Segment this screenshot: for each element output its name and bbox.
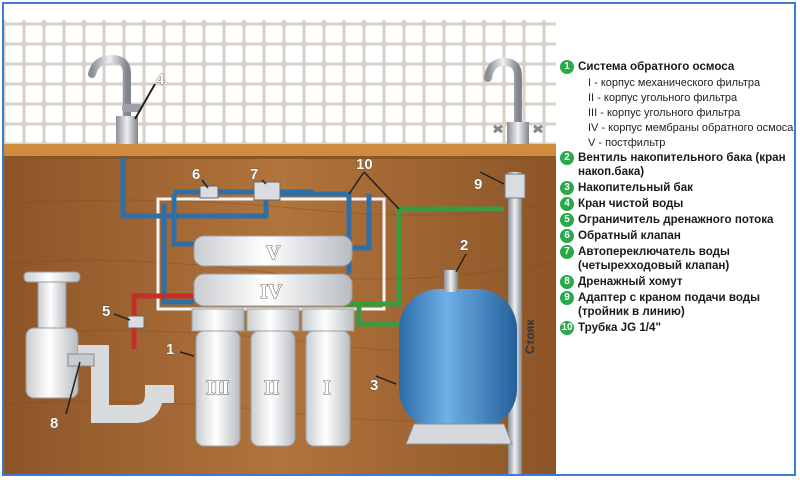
legend-text: Система обратного осмоса [578,60,735,73]
legend-number-2: 2 [560,151,574,165]
legend-number-6: 6 [560,229,574,243]
plumbing-illustration: 4 6 7 10 9 2 5 1 3 8 V IV III II I Стояк [4,20,557,474]
flow-restrictor-icon [127,315,145,329]
legend-item-9: 9 Адаптер с краном подачи воды (тройник в… [560,291,794,319]
kitchen-faucet-icon [484,57,543,144]
callout-2: 2 [460,237,468,254]
legend-text: Дренажный хомут [578,275,683,288]
drain-clamp-icon [67,353,95,367]
callout-6: 6 [192,166,200,183]
legend-text: Адаптер с краном подачи воды (тройник в … [578,291,761,318]
callout-9: 9 [474,176,482,193]
callout-1: 1 [166,341,174,358]
legend-item-6: 6 Обратный клапан [560,229,794,243]
callout-10: 10 [356,156,373,173]
legend-number-3: 3 [560,181,574,195]
callout-5: 5 [102,303,110,320]
callout-4: 4 [156,71,165,88]
legend-text: Ограничитель дренажного потока [578,213,774,226]
legend-item-4: 4 Кран чистой воды [560,197,794,211]
callout-3: 3 [370,377,378,394]
tile-wall [4,20,556,148]
pure-water-faucet-icon [88,54,142,144]
drain-pipe-red [131,293,194,349]
legend-number-10: 10 [560,321,574,335]
legend: 1 Система обратного осмоса I - корпус меха… [560,60,794,337]
legend-subitem: IV - корпус мембраны обратного осмоса [588,122,794,134]
legend-text: Трубка JG 1/4" [578,321,661,334]
legend-number-9: 9 [560,291,574,305]
legend-number-4: 4 [560,197,574,211]
legend-item-3: 3 Накопительный бак [560,181,794,195]
housing-i [301,308,355,447]
blue-pipes [120,158,372,305]
legend-text: Кран чистой воды [578,197,684,210]
legend-number-1: 1 [560,60,574,74]
tee-adapter [504,173,526,199]
legend-item-10: 10 Трубка JG 1/4" [560,321,794,335]
legend-number-8: 8 [560,275,574,289]
sink-siphon [23,271,174,423]
legend-text: Вентиль накопительного бака (кран накоп.… [578,151,786,178]
check-valve-icon [199,185,219,199]
legend-text: Автопереключатель воды (четырехходовый к… [578,245,730,272]
legend-subitem: II - корпус угольного фильтра [588,92,738,104]
legend-text: Обратный клапан [578,229,681,242]
legend-text: Накопительный бак [578,181,693,194]
legend-subitem: III - корпус угольного фильтра [588,107,741,119]
callout-8: 8 [50,415,58,432]
legend-subitem: I - корпус механического фильтра [588,77,761,89]
legend-item-8: 8 Дренажный хомут [560,275,794,289]
housing-ii [246,308,300,447]
label-iv: IV [260,281,283,303]
four-way-valve-icon [253,181,281,201]
legend-item-2: 2 Вентиль накопительного бака (кран накоп… [560,151,794,179]
housing-iv [193,273,353,307]
legend-item-5: 5 Ограничитель дренажного потока [560,213,794,227]
legend-subitem: V - постфильтр [588,137,666,149]
label-ii: II [264,377,280,399]
callout-7: 7 [250,166,258,183]
housing-v [193,235,353,267]
label-i: I [323,377,331,399]
legend-number-7: 7 [560,245,574,259]
legend-item-1: 1 Система обратного осмоса [560,60,794,74]
label-v: V [266,242,281,264]
riser-label: Стояк [523,318,537,354]
countertop [4,144,556,158]
label-iii: III [206,377,230,399]
legend-number-5: 5 [560,213,574,227]
legend-item-7: 7 Автопереключатель воды (четырехходовый … [560,245,794,273]
storage-tank [399,270,517,445]
housing-iii [191,308,245,447]
